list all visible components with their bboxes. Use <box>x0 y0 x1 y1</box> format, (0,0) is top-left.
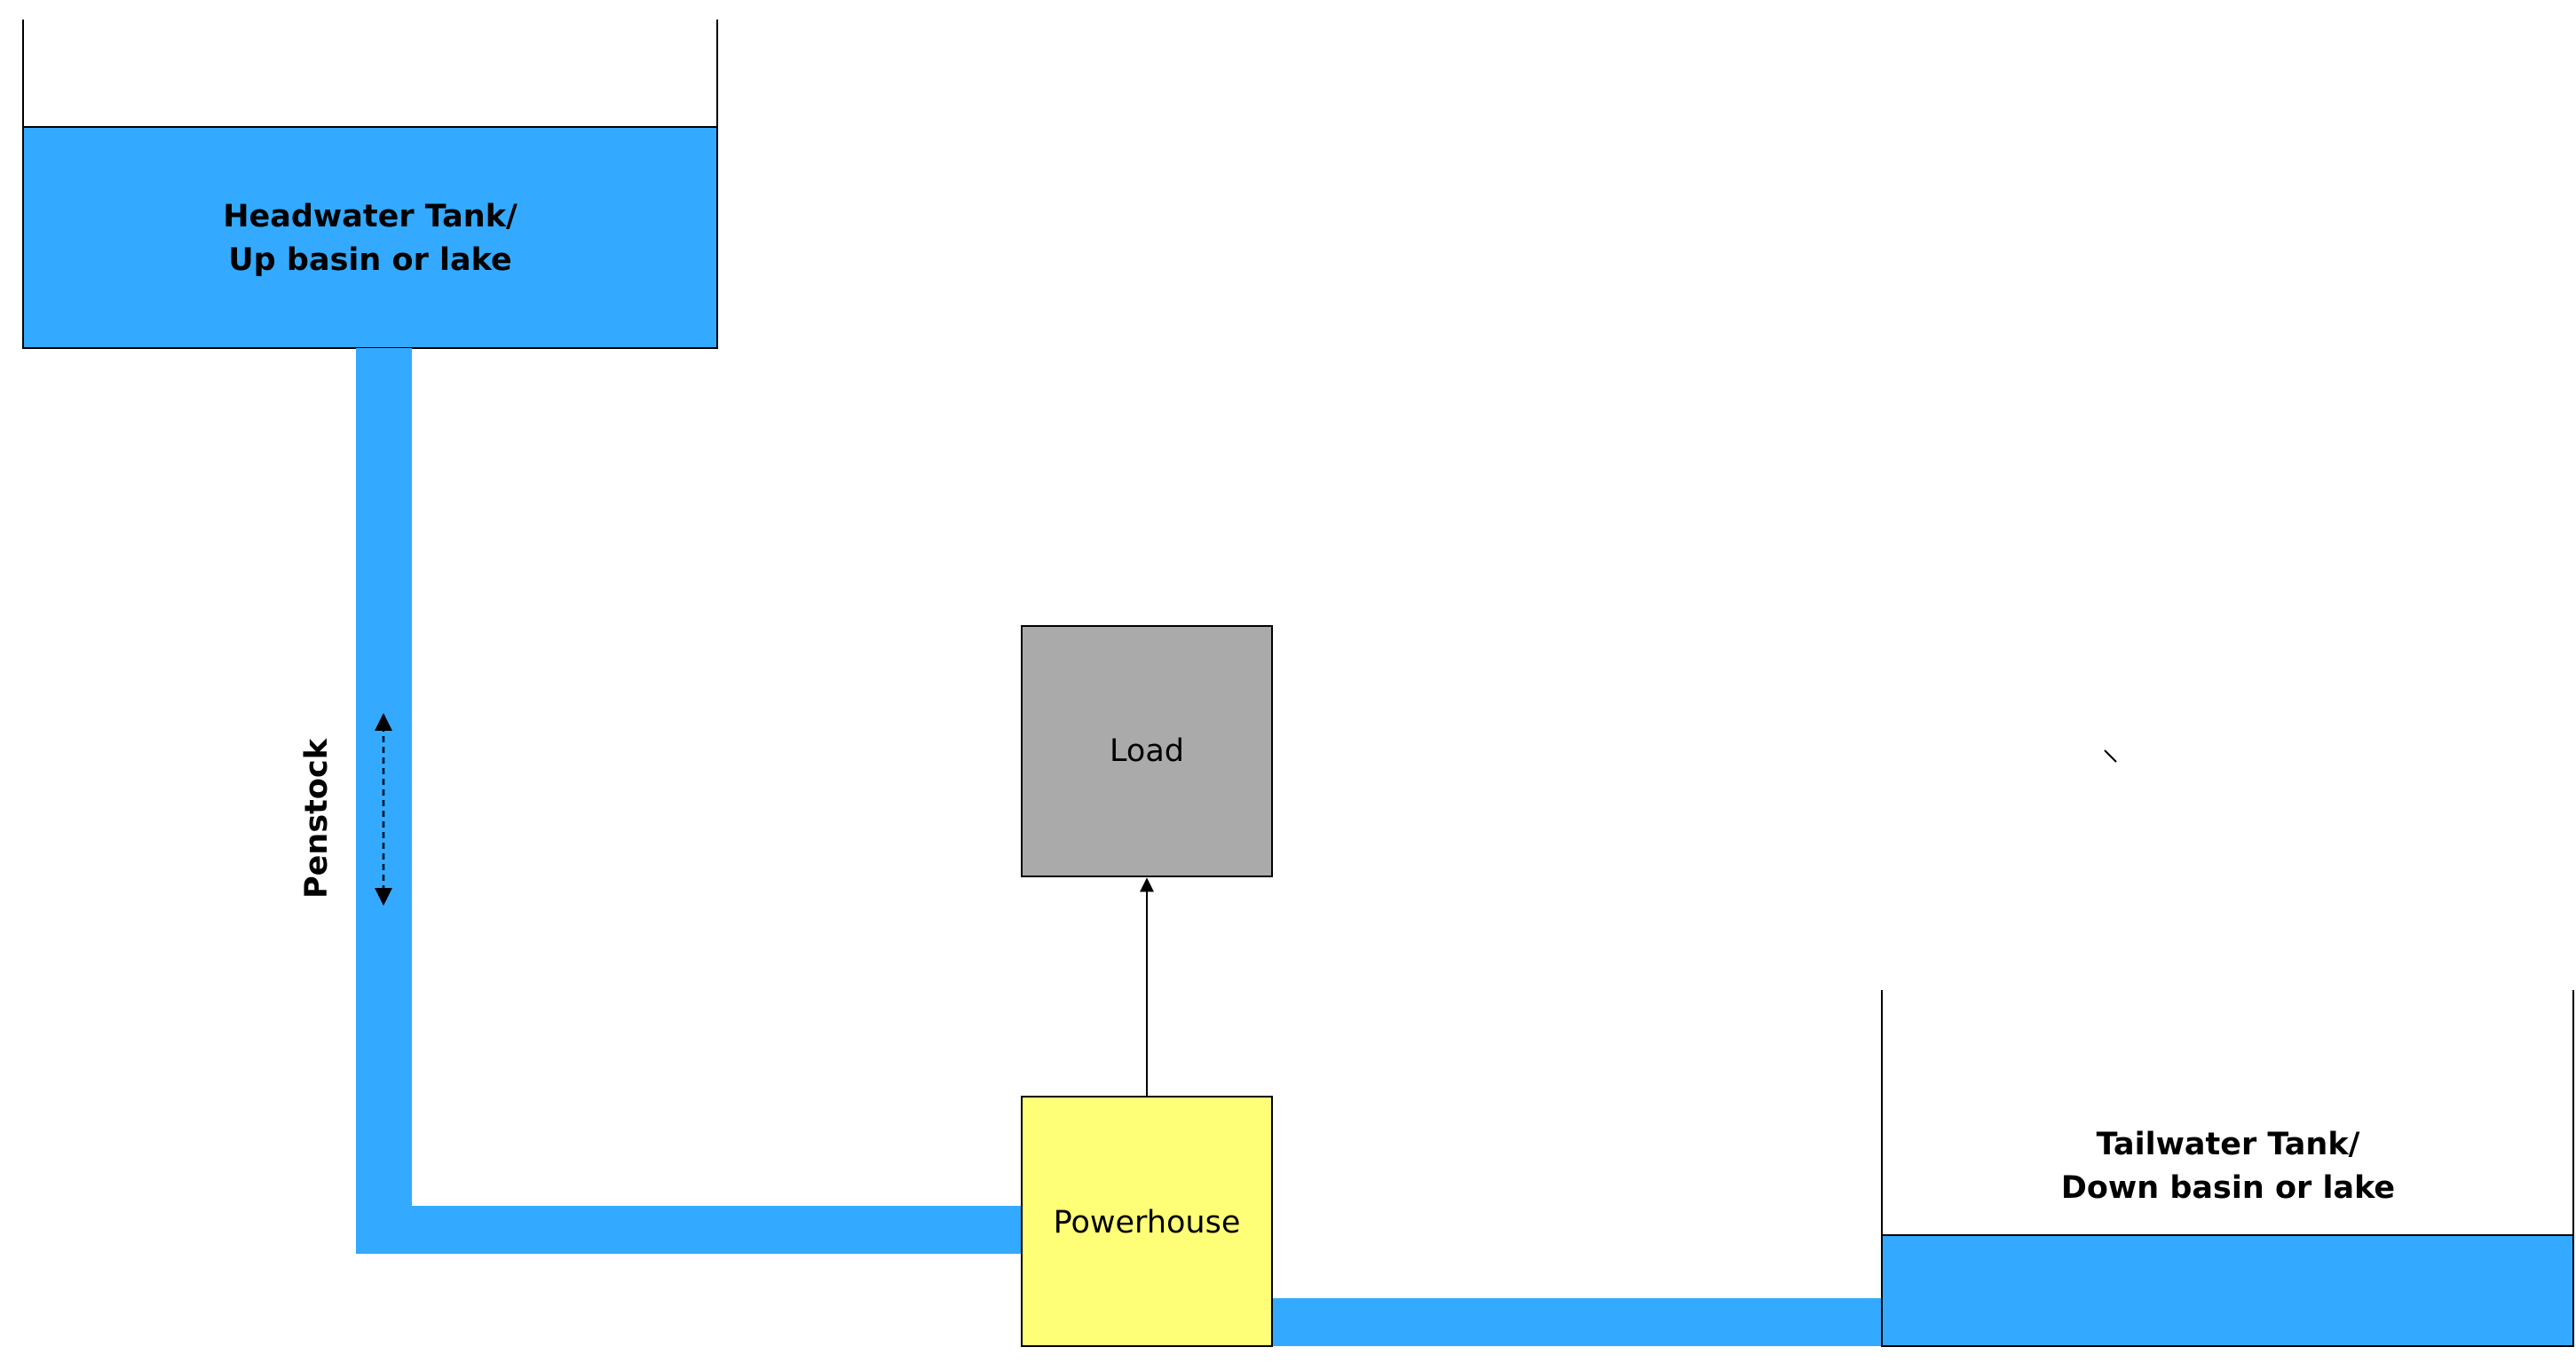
tailwater-water <box>1881 1234 2574 1347</box>
penstock-label: Penstock <box>299 738 335 899</box>
tailrace-pipe <box>1271 1298 1937 1346</box>
stray-mark <box>2104 749 2117 763</box>
powerhouse-box: Powerhouse <box>1021 1096 1273 1347</box>
headwater-tank: Headwater Tank/ Up basin or lake <box>22 20 718 349</box>
penstock-horizontal <box>356 1206 1022 1254</box>
powerhouse-rect <box>1021 1096 1273 1347</box>
tailwater-label-line1: Tailwater Tank/ <box>2097 1127 2360 1162</box>
headwater-water <box>22 126 718 349</box>
penstock-pipe: Penstock <box>299 348 1022 1254</box>
load-rect <box>1021 625 1273 877</box>
load-label: Load <box>1110 733 1184 769</box>
headwater-label-line2: Up basin or lake <box>228 242 511 278</box>
load-box: Load <box>1021 625 1273 877</box>
headwater-label-line1: Headwater Tank/ <box>223 199 518 234</box>
powerhouse-label: Powerhouse <box>1054 1205 1241 1240</box>
tailwater-tank: Tailwater Tank/ Down basin or lake <box>1881 990 2574 1347</box>
tailwater-label-line2: Down basin or lake <box>2061 1170 2395 1206</box>
